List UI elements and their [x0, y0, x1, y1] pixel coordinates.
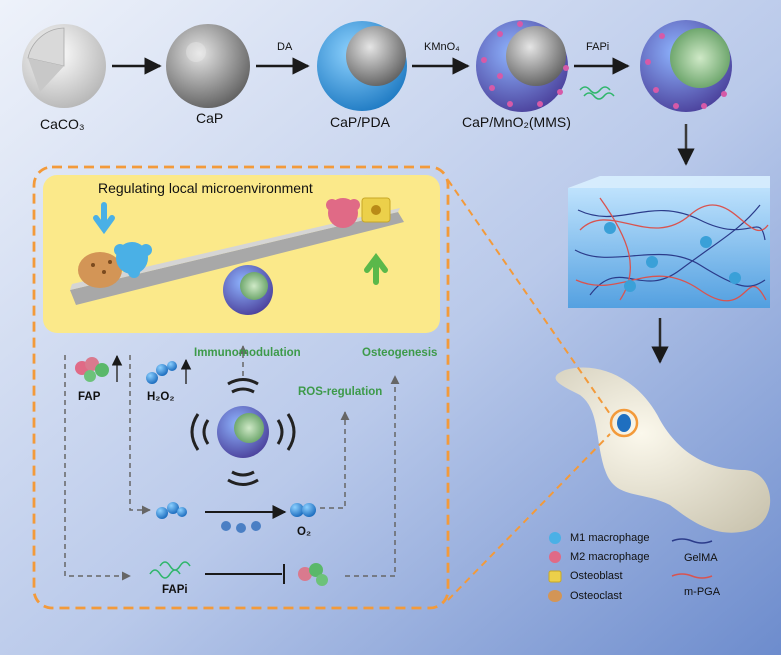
femur-bone — [555, 367, 771, 533]
cap-mno2-label: CaP/MnO₂(MMS) — [462, 114, 571, 130]
h2o2-molecule-icon — [146, 361, 177, 384]
fapi-arrow-label: FAPi — [586, 41, 610, 53]
caco3-particle — [22, 24, 106, 108]
h2o2-reactant-icon — [156, 502, 187, 519]
down-arrow-icon — [93, 202, 115, 235]
seesaw — [70, 208, 404, 315]
legend-symbols — [548, 532, 713, 602]
da-arrow-label: DA — [277, 41, 293, 53]
m2-macrophage-cell — [326, 198, 360, 228]
fapi-inhibitor-icon — [149, 561, 191, 579]
o2-label: O₂ — [297, 526, 312, 538]
loaded-particle — [640, 20, 732, 112]
legend-m1: M1 macrophage — [570, 532, 650, 544]
panel-title: Regulating local microenvironment — [98, 180, 313, 196]
o2-molecule-icon — [290, 503, 316, 517]
kmno4-arrow-label: KMnO₄ — [424, 41, 460, 53]
fap-label: FAP — [78, 391, 101, 403]
cap-pda-label: CaP/PDA — [330, 114, 390, 130]
cap-label: CaP — [196, 110, 224, 126]
legend-pga: m-PGA — [684, 586, 721, 598]
fap-target-icon — [298, 563, 328, 586]
osteoclast-cell — [78, 252, 122, 288]
immunomodulation-label: Immunomodulation — [194, 347, 301, 359]
h2o2-label: H₂O₂ — [147, 391, 175, 403]
cap-pda-particle — [317, 21, 407, 111]
caco3-label: CaCO₃ — [40, 116, 85, 132]
fapi-peptide-icon — [579, 86, 615, 100]
dashed-flow-lines — [64, 345, 400, 581]
ros-regulation-label: ROS-regulation — [298, 386, 383, 398]
osteogenesis-label: Osteogenesis — [362, 347, 438, 359]
m1-macrophage-cell — [114, 242, 152, 278]
legend-gelma: GelMA — [684, 552, 718, 564]
bone-defect-marker — [609, 408, 639, 438]
fapi-bottom-label: FAPi — [162, 584, 188, 596]
legend-osteoblast: Osteoblast — [570, 570, 623, 582]
signal-waves — [190, 378, 296, 486]
mms-particle-center — [217, 406, 269, 458]
mno2-catalyst-icon — [221, 521, 261, 533]
mechanism-panel — [32, 165, 450, 610]
cap-mno2-particle — [476, 20, 569, 112]
zoom-line-lower — [447, 433, 611, 601]
hydrogel-block — [568, 176, 770, 308]
legend-m2: M2 macrophage — [570, 551, 650, 563]
osteoblast-cell — [361, 197, 391, 223]
up-arrow-icon — [364, 253, 388, 285]
cap-particle — [166, 24, 250, 108]
fap-protein-icon — [75, 357, 109, 382]
legend-osteoclast: Osteoclast — [570, 590, 622, 602]
